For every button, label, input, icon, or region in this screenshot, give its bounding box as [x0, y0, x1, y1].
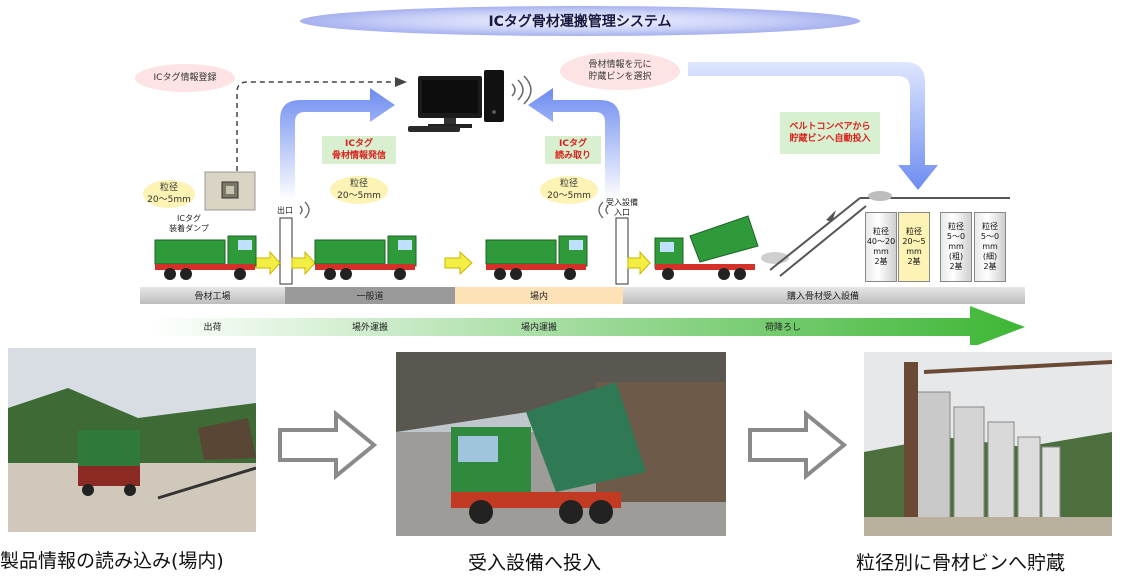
blue-arrow-read	[528, 88, 620, 200]
road-public	[285, 287, 455, 304]
photo-receiving-facility	[396, 352, 726, 536]
cloud-ic-register: ICタグ情報登録	[135, 64, 235, 92]
photo-storage-bins	[864, 352, 1112, 536]
silo-40-20: 粒径 40〜20 mm 2基	[865, 212, 897, 282]
ic-tag-icon	[204, 171, 256, 211]
road-inside	[455, 287, 623, 304]
blue-arrow-send	[280, 88, 395, 200]
entry-gate-label: 受入設備 入口	[606, 198, 638, 217]
road-label-inside: 場内	[529, 292, 548, 302]
cloud-select-bin: 骨材情報を元に 貯蔵ビンを選択	[560, 52, 680, 90]
road-label-receiving: 購入骨材受入設備	[786, 292, 859, 302]
label-ic-read: ICタグ 読み取り	[545, 136, 601, 164]
exit-gate	[279, 217, 293, 285]
road-label-public: 一般道	[356, 292, 384, 302]
dump-truck-2	[314, 235, 417, 280]
label-ic-send: ICタグ 骨材情報発信	[322, 136, 396, 164]
dump-truck-1	[154, 235, 257, 280]
entry-gate	[615, 217, 629, 285]
hollow-arrow-2	[748, 410, 848, 480]
step-inside-transport: 場内運搬	[520, 323, 557, 333]
road-label-plant: 骨材工場	[194, 292, 231, 302]
belt-conveyor	[761, 191, 1010, 277]
step-shipping: 出荷	[203, 323, 222, 333]
caption-loading-info: 製品情報の読み込み(場内)	[0, 550, 224, 572]
step-outside-transport: 場外運搬	[351, 323, 388, 333]
grain-oval-1: 粒径 20〜5mm	[143, 180, 195, 208]
system-title: ICタグ骨材運搬管理システム	[300, 6, 860, 36]
ic-dump-label: ICタグ 装着ダンプ	[169, 214, 209, 233]
step-unloading: 荷降ろし	[764, 323, 801, 333]
caption-storage: 粒径別に骨材ビンへ貯蔵	[856, 552, 1066, 574]
label-conveyor-auto: ベルトコンベアから 貯蔵ビンへ自動投入	[780, 112, 880, 154]
silo-5-0-coarse: 粒径 5〜0 mm (粗) 2基	[940, 212, 972, 282]
blue-arrow-select	[688, 62, 938, 190]
caption-receiving: 受入設備へ投入	[468, 552, 602, 574]
hollow-arrow-1	[278, 410, 378, 480]
silo-20-5: 粒径 20〜5 mm 2基	[898, 212, 930, 282]
flow-diagram	[140, 62, 1025, 345]
exit-gate-label: 出口	[277, 206, 293, 215]
grain-oval-2: 粒径 20〜5mm	[330, 176, 388, 204]
dump-truck-3	[485, 235, 588, 280]
silo-5-0-fine: 粒径 5〜0 mm (細) 2基	[974, 212, 1006, 282]
computer-icon	[408, 70, 532, 132]
dump-truck-tipping	[654, 215, 759, 280]
photo-loading-info	[8, 348, 256, 532]
process-arrow	[150, 306, 1025, 345]
grain-oval-3: 粒径 20〜5mm	[540, 176, 598, 204]
